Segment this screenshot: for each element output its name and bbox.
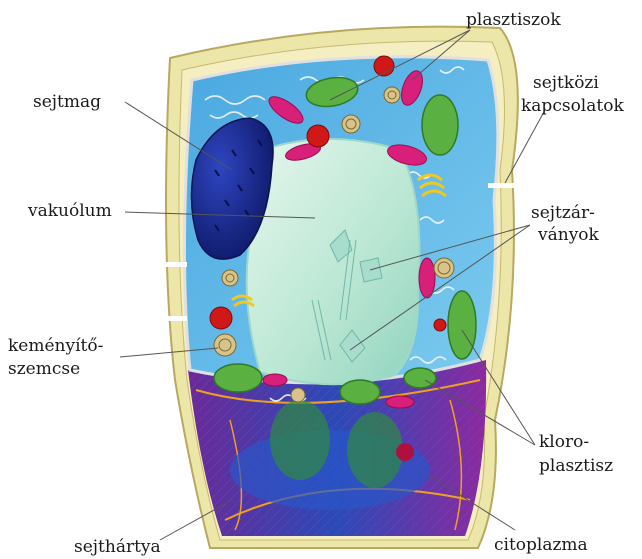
label-vakuolum: vakuólum — [28, 201, 112, 221]
label-plasztiszok: plasztiszok — [466, 10, 561, 30]
label-sejtkozi-line1: sejtközi — [533, 73, 599, 93]
label-kloroplasztisz-line1: kloro- — [539, 432, 589, 452]
label-sejtkozi-line2: kapcsolatok — [521, 96, 624, 116]
vacuole — [247, 139, 420, 384]
label-kloroplasztisz-line2: plasztisz — [539, 456, 613, 476]
label-sejtzarvanyok-line2: ványok — [538, 225, 599, 245]
label-kemenyito-line1: keményítő- — [8, 336, 103, 356]
label-citoplazma: citoplazma — [494, 535, 588, 555]
label-sejtzarvanyok-line1: sejtzár- — [531, 203, 595, 223]
label-kemenyito-line2: szemcse — [8, 359, 80, 379]
label-sejtmag: sejtmag — [33, 92, 101, 112]
label-sejthartya: sejthártya — [74, 537, 161, 557]
